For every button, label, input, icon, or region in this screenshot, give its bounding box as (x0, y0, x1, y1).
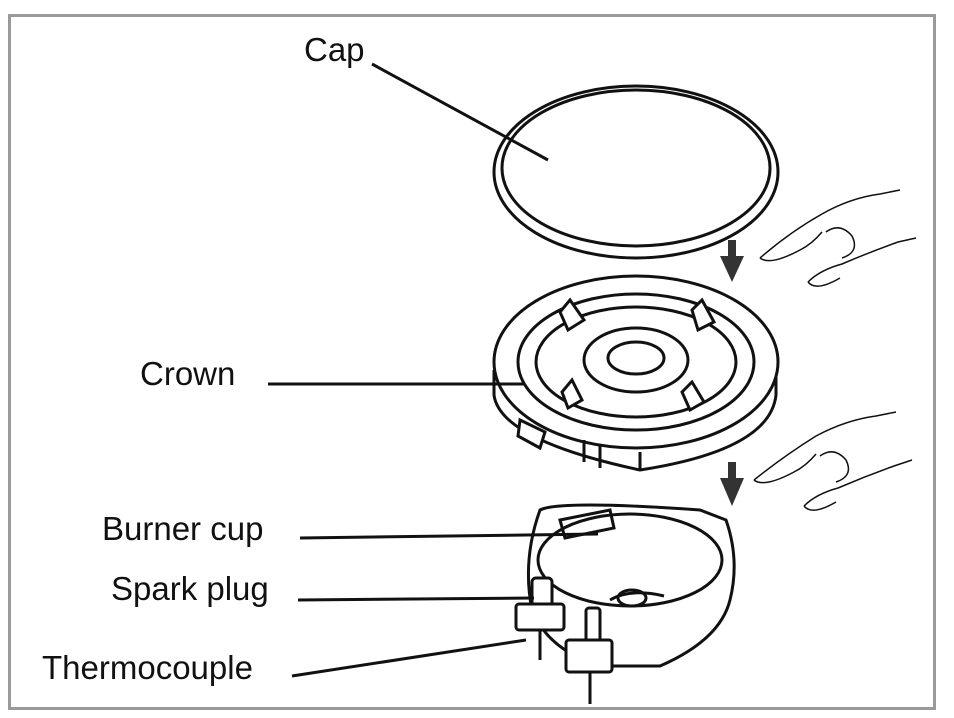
crown-part (492, 274, 780, 472)
thermocouple-label: Thermocouple (42, 649, 253, 686)
burner-cup-leader-line (299, 532, 599, 540)
crown-label: Crown (140, 355, 236, 392)
cap-label: Cap (304, 31, 365, 68)
burner-cup-part (526, 503, 736, 668)
spark-plug-label: Spark plug (111, 570, 269, 607)
cap-leader-line (371, 62, 549, 162)
cap-part (492, 84, 780, 260)
spark-plug-part (514, 576, 566, 660)
spark-plug-leader-line (297, 596, 535, 602)
burner-cup-label: Burner cup (102, 510, 264, 547)
diagram-frame (8, 14, 936, 710)
down-arrow-icon (720, 462, 744, 506)
thermocouple-leader-line (291, 638, 527, 678)
pointing-hand-icon (753, 411, 913, 511)
thermocouple-part (564, 606, 614, 704)
pointing-hand-icon (759, 189, 917, 287)
down-arrow-icon (720, 240, 744, 282)
